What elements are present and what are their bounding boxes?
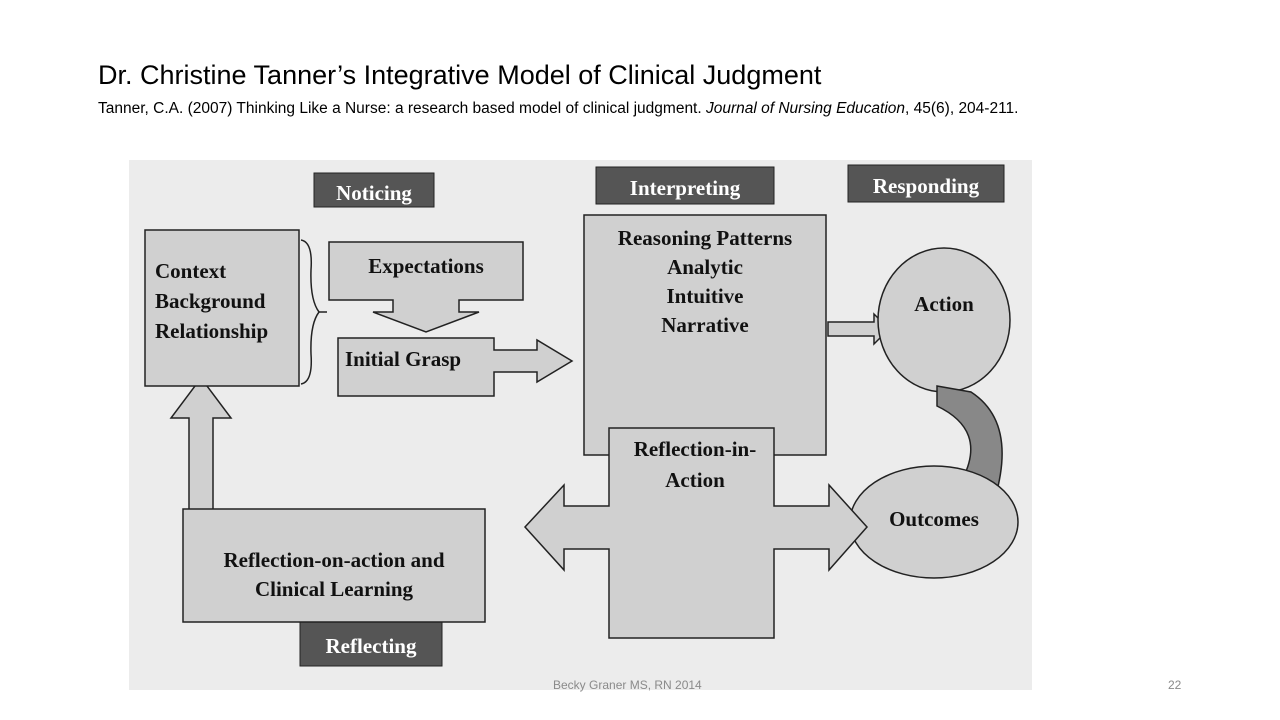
citation-journal: Journal of Nursing Education — [705, 100, 906, 117]
slide-title: Dr. Christine Tanner’s Integrative Model… — [98, 60, 822, 90]
reflection-on-action-label-2: Clinical Learning — [255, 577, 414, 601]
citation-details: , 45(6), 204-211. — [905, 100, 1019, 117]
reasoning-patterns-label: Reasoning Patterns — [618, 226, 792, 250]
phase-reflecting-label: Reflecting — [326, 634, 417, 658]
relationship-label: Relationship — [155, 319, 268, 343]
background-label: Background — [155, 289, 266, 313]
citation-text: Tanner, C.A. (2007) Thinking Like a Nurs… — [98, 100, 706, 117]
reflection-in-action-arrow: Reflection-in- Action — [523, 427, 869, 639]
reasoning-patterns-box: Reasoning Patterns Analytic Intuitive Na… — [583, 214, 827, 456]
phase-interpreting: Interpreting — [595, 166, 775, 205]
page-number: 22 — [1168, 678, 1182, 692]
curly-brace — [300, 239, 320, 385]
phase-reflecting: Reflecting — [299, 621, 443, 667]
expectations-box: Expectations — [328, 241, 524, 333]
context-label: Context — [155, 259, 226, 283]
narrative-label: Narrative — [661, 313, 748, 337]
reflection-in-action-label-1: Reflection-in- — [634, 437, 756, 461]
reflection-in-action-label-2: Action — [665, 468, 725, 492]
footer-author: Becky Graner MS, RN 2014 — [553, 678, 702, 692]
phase-noticing: Noticing — [313, 172, 435, 208]
initial-grasp-box: Initial Grasp — [337, 337, 574, 397]
phase-noticing-label: Noticing — [336, 181, 412, 205]
intuitive-label: Intuitive — [666, 284, 743, 308]
arrow-up — [169, 376, 233, 521]
phase-responding: Responding — [847, 164, 1005, 203]
context-box: Context Background Relationship — [144, 229, 300, 387]
action-label: Action — [914, 292, 974, 316]
outcomes-label: Outcomes — [889, 507, 979, 531]
phase-interpreting-label: Interpreting — [630, 176, 741, 200]
analytic-label: Analytic — [667, 255, 743, 279]
reflection-on-action-box: Reflection-on-action and Clinical Learni… — [182, 508, 486, 623]
phase-responding-label: Responding — [873, 174, 980, 198]
citation: Tanner, C.A. (2007) Thinking Like a Nurs… — [98, 99, 1208, 119]
reflection-on-action-label-1: Reflection-on-action and — [223, 548, 444, 572]
expectations-label: Expectations — [368, 254, 484, 278]
clinical-judgment-diagram: Noticing Interpreting Responding Reflect… — [129, 160, 1032, 690]
action-circle: Action — [877, 247, 1011, 393]
initial-grasp-label: Initial Grasp — [345, 347, 461, 371]
outcomes-ellipse: Outcomes — [849, 465, 1019, 579]
